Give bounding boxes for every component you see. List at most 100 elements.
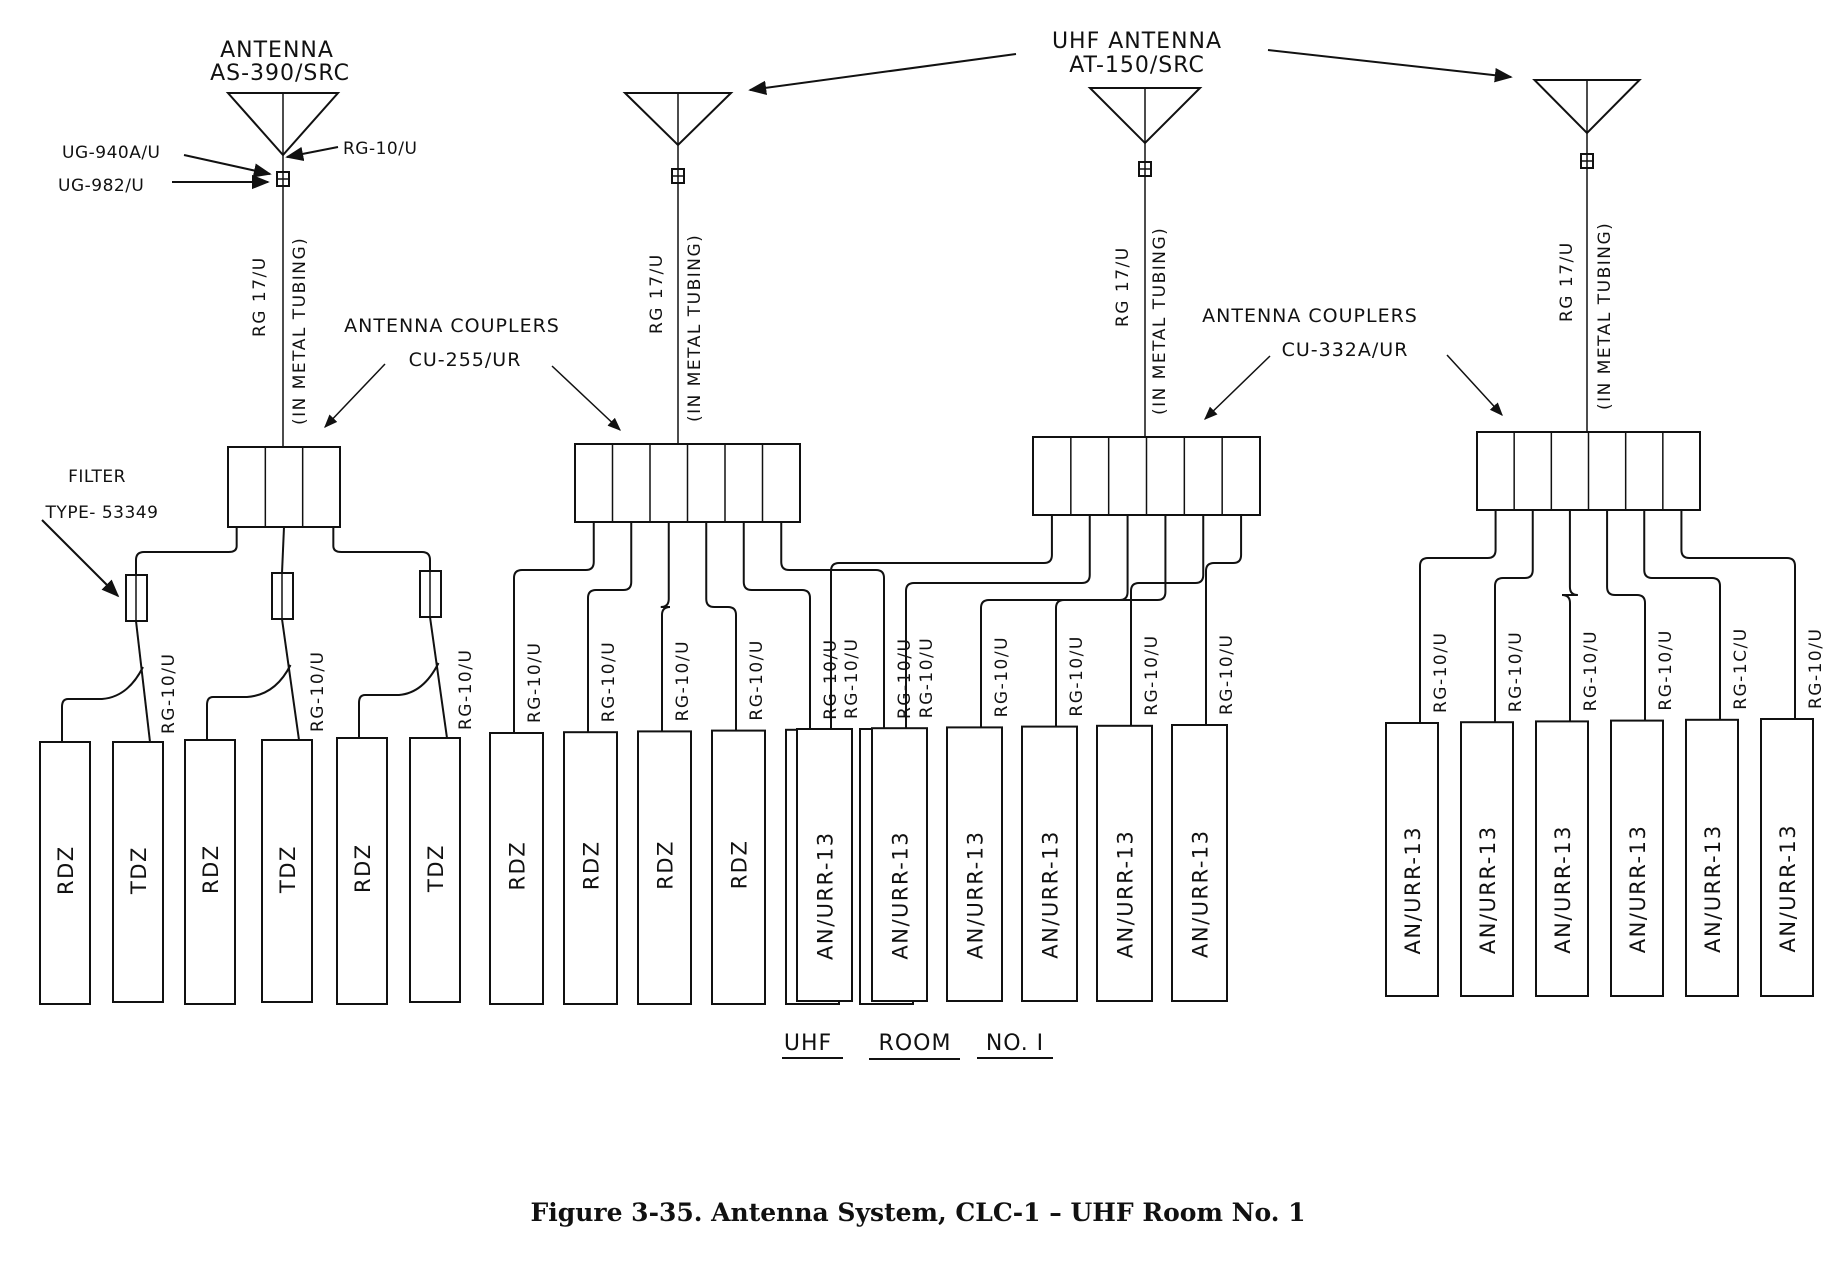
arrow-uhf-antenna-1 bbox=[748, 53, 1017, 95]
uhf-antenna-model: AT-150/SRC bbox=[1069, 53, 1205, 78]
receiver-unit-label: AN/URR-13 bbox=[1039, 830, 1063, 959]
receiver-unit bbox=[711, 729, 766, 1005]
receiver-unit-label: AN/URR-13 bbox=[1776, 824, 1800, 953]
receiver-cable bbox=[1055, 515, 1167, 727]
receiver-unit-label: RDZ bbox=[351, 843, 375, 893]
receiver-unit-label: RDZ bbox=[728, 840, 752, 890]
receiver-cable bbox=[905, 515, 1091, 729]
receiver-unit-label: RDZ bbox=[54, 845, 78, 895]
receiver-cable bbox=[1205, 515, 1243, 725]
couplers-left-title: ANTENNA COUPLERS bbox=[344, 315, 560, 337]
receiver-unit bbox=[871, 727, 928, 1002]
receiver-unit-label: AN/URR-13 bbox=[1401, 826, 1425, 955]
feedline-cable-label: RG 17/U bbox=[647, 253, 667, 334]
transmitter-unit bbox=[409, 737, 461, 1003]
branch-cable bbox=[429, 616, 448, 739]
receiver-cable-label: RG-10/U bbox=[1506, 631, 1526, 712]
figure-caption: Figure 3-35. Antenna System, CLC-1 – UHF… bbox=[530, 1198, 1306, 1227]
receiver-cable-label: RG-10/U bbox=[1142, 634, 1162, 715]
receiver-unit bbox=[1685, 718, 1739, 997]
receiver-cable bbox=[780, 522, 885, 729]
transmitter-unit bbox=[112, 741, 164, 1003]
room-label-part-room: ROOM bbox=[879, 1031, 952, 1056]
receiver-cable-label: RG-10/U bbox=[525, 642, 545, 723]
receiver-cable bbox=[705, 522, 737, 731]
room-label: UHF ROOM NO. I bbox=[782, 1031, 1053, 1060]
arrow-coupler-255-b bbox=[551, 365, 621, 431]
receiver-unit bbox=[1535, 720, 1589, 998]
receiver-unit bbox=[946, 726, 1003, 1003]
receiver-unit bbox=[39, 741, 91, 1005]
receiver-unit bbox=[184, 739, 236, 1005]
receiver-cable-label: RG-10/U bbox=[1067, 635, 1087, 716]
receiver-unit-label: RDZ bbox=[580, 840, 604, 890]
split-cable bbox=[61, 666, 144, 742]
receiver-cable bbox=[660, 522, 671, 732]
feedline-note-label: (IN METAL TUBING) bbox=[1595, 222, 1615, 410]
branch-cable bbox=[281, 618, 300, 741]
receiver-cable bbox=[1130, 515, 1205, 726]
receiver-unit bbox=[1171, 724, 1228, 1002]
receiver-unit bbox=[1385, 722, 1439, 997]
receiver-unit-label: RDZ bbox=[506, 841, 530, 891]
receiver-cable bbox=[587, 522, 633, 733]
feedline-cable-label: RG 17/U bbox=[1113, 246, 1133, 327]
branch-cable-label: RG-10/U bbox=[308, 651, 328, 732]
receiver-unit-label: AN/URR-13 bbox=[964, 831, 988, 960]
split-cable bbox=[358, 662, 440, 738]
receiver-unit bbox=[336, 737, 388, 1005]
receiver-cable-label: RG-10/U bbox=[673, 640, 693, 721]
transmitter-unit-label: TDZ bbox=[127, 846, 151, 895]
transmitter-unit bbox=[261, 739, 313, 1003]
filter-title: FILTER bbox=[68, 467, 126, 487]
receiver-unit-label: AN/URR-13 bbox=[889, 831, 913, 960]
arrow-coupler-332-a bbox=[1204, 355, 1271, 420]
feedline-note-label: (IN METAL TUBING) bbox=[1150, 227, 1170, 415]
receiver-cable bbox=[1419, 510, 1497, 723]
connector-ug940-label: UG-940A/U bbox=[62, 143, 161, 163]
feedline-cable-label: RG 17/U bbox=[1557, 241, 1577, 322]
branch-cable-label: RG-10/U bbox=[456, 649, 476, 730]
receiver-cable-label: RG-10/U bbox=[1806, 628, 1826, 709]
uhf-antenna-title: UHF ANTENNA bbox=[1052, 29, 1222, 54]
receiver-cable bbox=[1494, 510, 1534, 723]
receiver-cable-label: RG-10/U bbox=[1656, 629, 1676, 710]
room-label-part-no: NO. I bbox=[986, 1031, 1044, 1056]
receiver-cable-label: RG-10/U bbox=[599, 641, 619, 722]
receiver-unit bbox=[1760, 718, 1814, 997]
antenna-title: ANTENNA bbox=[220, 38, 334, 63]
diagram-elements: RG 17/U (IN METAL TUBING) RG-10/U RDZ TDZ RG-… bbox=[39, 79, 1826, 1006]
connector-ug982-label: UG-982/U bbox=[58, 176, 144, 196]
receiver-unit-label: AN/URR-13 bbox=[1476, 825, 1500, 954]
receiver-unit bbox=[1610, 719, 1664, 997]
arrow-coupler-332-b bbox=[1446, 354, 1503, 416]
feedline-note-label: (IN METAL TUBING) bbox=[290, 237, 310, 425]
couplers-right-title: ANTENNA COUPLERS bbox=[1202, 305, 1418, 327]
receiver-unit-label: AN/URR-13 bbox=[1626, 825, 1650, 954]
filter-type: TYPE- 53349 bbox=[45, 503, 159, 523]
arrow-rg10 bbox=[285, 146, 339, 161]
split-cable bbox=[206, 664, 292, 740]
receiver-cable-label: RG-10/U bbox=[747, 639, 767, 720]
coupler-cable bbox=[135, 527, 238, 575]
receiver-unit-label: AN/URR-13 bbox=[1189, 829, 1213, 958]
room-label-part-uhf: UHF bbox=[784, 1031, 832, 1056]
receiver-unit-label: RDZ bbox=[199, 844, 223, 894]
receiver-unit-label: AN/URR-13 bbox=[814, 831, 838, 960]
coupler-cable bbox=[332, 527, 431, 571]
receiver-unit bbox=[1096, 724, 1153, 1002]
receiver-cable-label: RG-10/U bbox=[1217, 634, 1237, 715]
couplers-left-model: CU-255/UR bbox=[409, 349, 522, 371]
receiver-cable bbox=[1561, 510, 1578, 722]
receiver-unit-label: AN/URR-13 bbox=[1114, 830, 1138, 959]
antenna-model: AS-390/SRC bbox=[210, 61, 350, 86]
receiver-cable-label: RG-10/U bbox=[1431, 632, 1451, 713]
receiver-cable bbox=[1606, 510, 1646, 721]
receiver-cable-label: RG-10/U bbox=[917, 637, 937, 718]
receiver-unit-label: AN/URR-13 bbox=[1551, 825, 1575, 954]
receiver-unit bbox=[489, 732, 544, 1005]
receiver-cable-label: RG-10/U bbox=[842, 638, 862, 719]
couplers-right-model: CU-332A/UR bbox=[1282, 339, 1409, 361]
lead-cable-label: RG-10/U bbox=[343, 139, 417, 159]
